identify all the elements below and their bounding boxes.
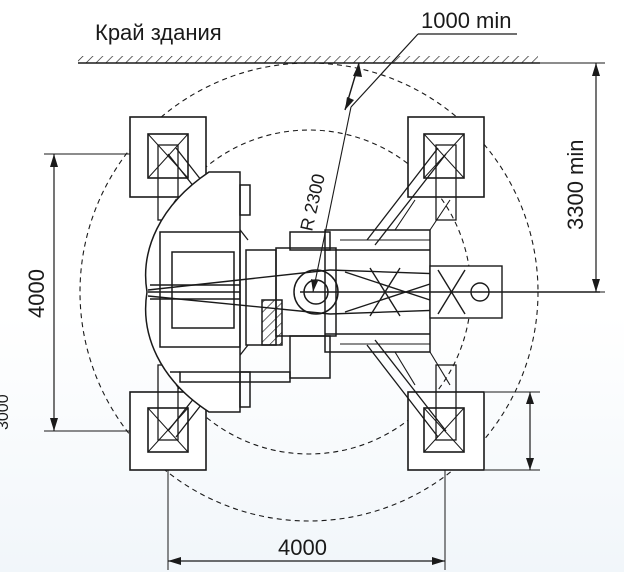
- dim-bottom-4000: [167, 470, 446, 570]
- crane-body: [144, 171, 431, 413]
- dim-3300-label: 3300 min: [563, 139, 588, 230]
- jib-struts: [340, 199, 451, 386]
- boom: [147, 265, 600, 319]
- dim-bottom-4000-label: 4000: [278, 535, 327, 560]
- clearance-label: 1000 min: [421, 8, 512, 33]
- building-edge-label: Край здания: [95, 20, 222, 45]
- pad-braces: [147, 133, 465, 453]
- radius-leader: [311, 106, 352, 293]
- dim-partial-label: 3000: [0, 394, 12, 430]
- clearance-leader: [344, 33, 517, 111]
- radius-label: R 2300: [296, 172, 329, 233]
- dim-left-4000-label: 4000: [24, 269, 49, 318]
- dim-right-pad: [485, 391, 540, 471]
- building-edge: [78, 56, 540, 64]
